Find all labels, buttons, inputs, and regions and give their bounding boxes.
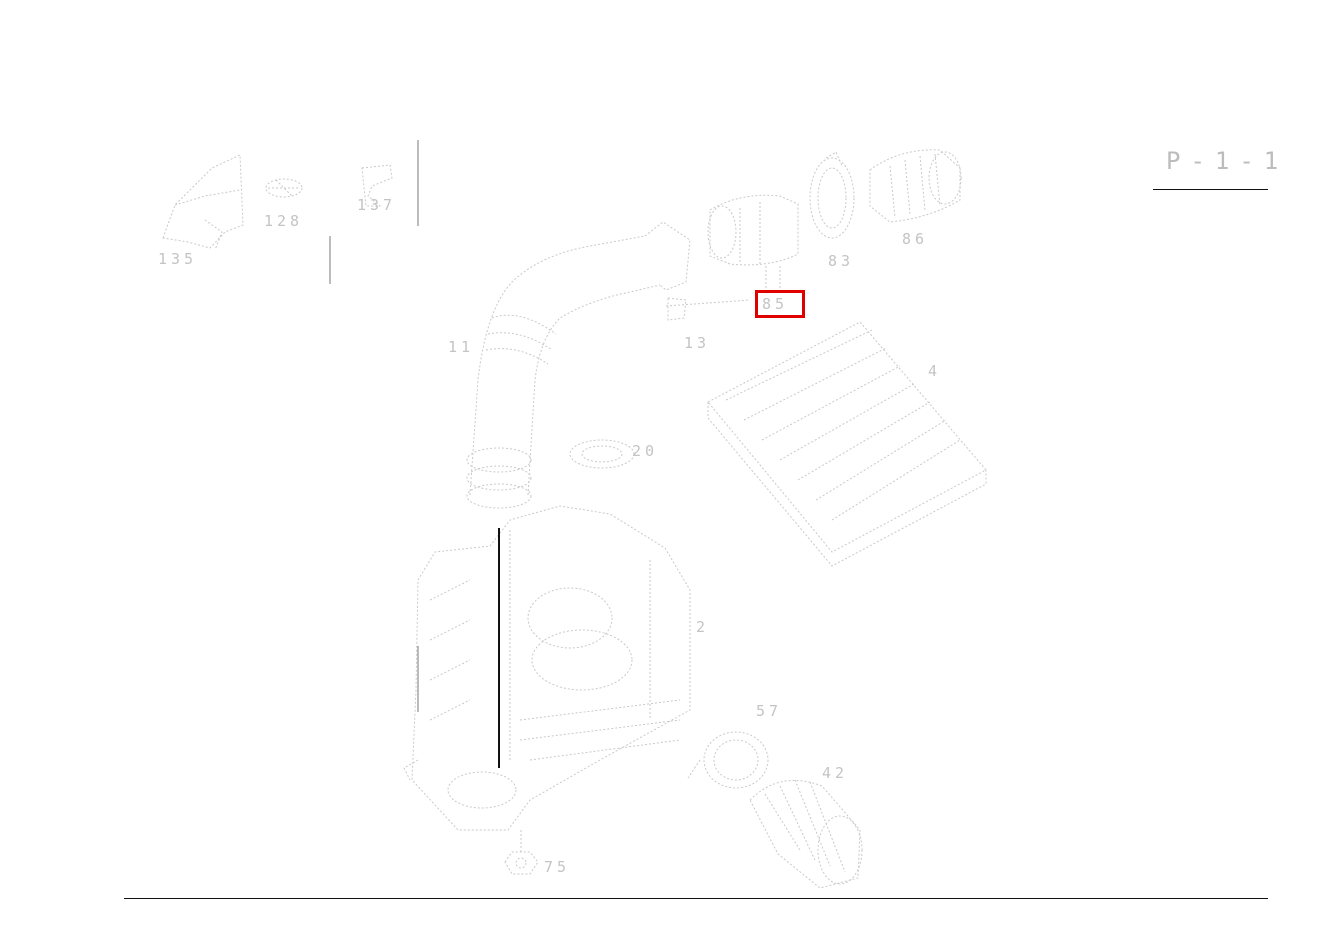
callout-4[interactable]: 4 [928, 362, 942, 380]
callout-83[interactable]: 83 [828, 252, 855, 270]
callout-85[interactable]: 85 [762, 295, 789, 313]
callout-2[interactable]: 2 [696, 618, 710, 636]
selected-callout-highlight [755, 290, 805, 318]
intake-hose-11[interactable] [467, 222, 690, 508]
callout-42[interactable]: 42 [822, 764, 849, 782]
air-mass-sensor-85[interactable] [708, 195, 798, 290]
callout-20[interactable]: 20 [632, 442, 659, 460]
callout-13[interactable]: 13 [684, 334, 711, 352]
grommet-part-137[interactable] [362, 165, 392, 206]
corrugated-hose-86[interactable] [870, 150, 961, 222]
page-bottom-rule [124, 898, 1268, 899]
clip-part-128[interactable] [266, 179, 302, 197]
corrugated-duct-42[interactable] [750, 780, 862, 888]
air-cleaner-housing-2[interactable] [404, 506, 690, 830]
air-filter-element-4[interactable] [708, 322, 986, 566]
callout-128[interactable]: 128 [264, 212, 304, 230]
diagram-code: P-1-1 [1166, 147, 1289, 175]
title-underline [1153, 189, 1268, 190]
clamp-ring-83[interactable] [810, 152, 854, 238]
duct-57[interactable] [688, 732, 768, 788]
callout-11[interactable]: 11 [448, 338, 475, 356]
callout-86[interactable]: 86 [902, 230, 929, 248]
callout-57[interactable]: 57 [756, 702, 783, 720]
nut-75[interactable] [505, 830, 538, 874]
callout-135[interactable]: 135 [158, 250, 198, 268]
screw-13[interactable] [666, 298, 750, 320]
bracket-part-135[interactable] [163, 155, 243, 250]
gasket-20[interactable] [570, 440, 634, 468]
callout-75[interactable]: 75 [544, 858, 571, 876]
callout-137[interactable]: 137 [357, 196, 397, 214]
